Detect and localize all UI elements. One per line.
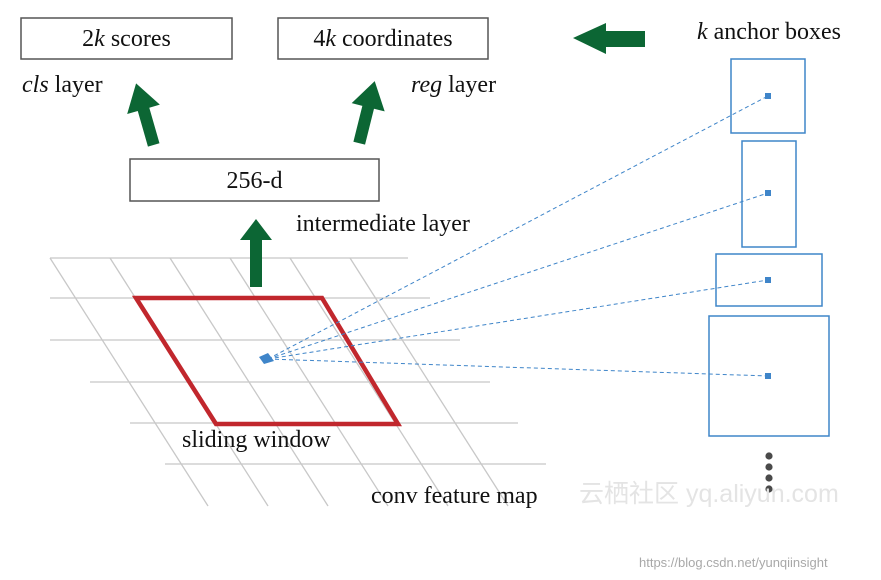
scores-box-label: 2k scores [82, 26, 171, 52]
brand-watermark: 云栖社区 yq.aliyun.com [579, 480, 839, 508]
anchor-box-3 [715, 253, 823, 307]
anchor-center [765, 373, 771, 379]
sliding-window-label: sliding window [182, 427, 331, 453]
anchor-boxes [708, 58, 830, 437]
coordinates-box [277, 17, 489, 60]
projection-line [267, 192, 769, 360]
scores-box [20, 17, 233, 60]
arrow-up-icon [351, 81, 385, 145]
feature-vector-box [129, 158, 380, 202]
anchor-center [765, 277, 771, 283]
more-anchors-ellipsis [765, 452, 773, 493]
url-watermark: https://blog.csdn.net/yunqiinsight [639, 555, 828, 570]
intermediate-layer-label: intermediate layer [296, 211, 470, 237]
projection-line [267, 358, 769, 377]
anchor-center [765, 93, 771, 99]
sliding-window [131, 295, 402, 427]
anchor-projection-lines [267, 95, 769, 377]
anchor-boxes-label: k anchor boxes [697, 19, 841, 45]
feature-vector-label: 256-d [226, 168, 283, 194]
anchor-center [765, 190, 771, 196]
coordinates-box-label: 4k coordinates [313, 26, 453, 52]
grid-v-line [49, 257, 209, 507]
reg-layer-label: reg layer [411, 72, 497, 98]
anchor-centers [765, 93, 771, 379]
anchor-box-4 [708, 315, 830, 437]
anchor-box-1 [730, 58, 806, 134]
conv-feature-map-label: conv feature map [371, 483, 538, 509]
grid-v-line [349, 257, 509, 507]
projection-line [267, 95, 769, 360]
projection-line [267, 279, 769, 360]
arrow-up-icon [127, 83, 160, 147]
cls-layer-label: cls layer [22, 72, 103, 98]
feature-map-grid [49, 257, 546, 507]
window-center-point [259, 353, 274, 364]
anchor-box-2 [741, 140, 797, 248]
arrow-up-icon [240, 219, 272, 287]
arrow-left-icon [573, 23, 645, 54]
